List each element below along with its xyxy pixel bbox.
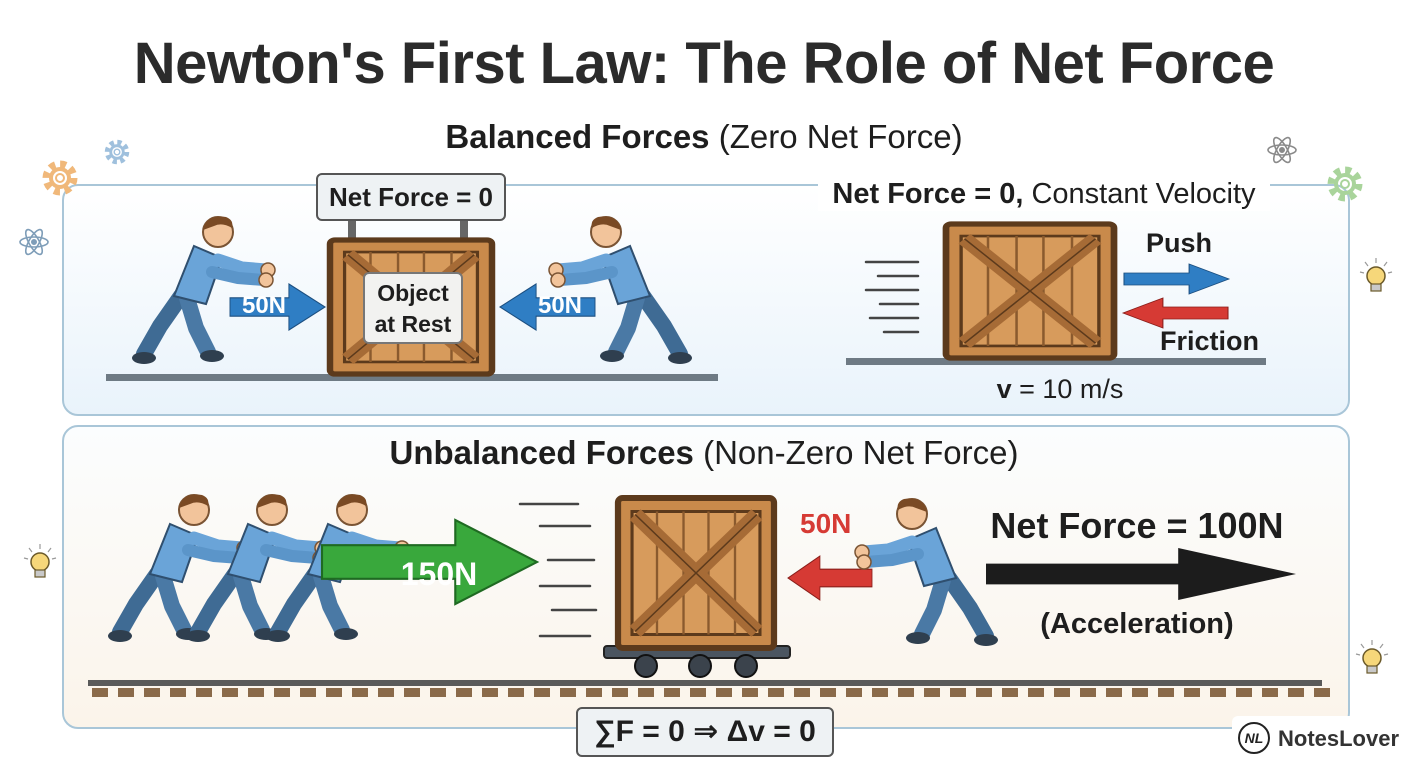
friction-label: Friction (1160, 326, 1259, 356)
rail-tie (508, 688, 524, 697)
push-arrow (1123, 263, 1230, 295)
first-law-formula: ∑F = 0 ⇒ Δv = 0 (576, 707, 834, 757)
balanced-heading: Balanced Forces (Zero Net Force) (0, 118, 1408, 156)
balanced-heading-bold: Balanced Forces (445, 118, 710, 155)
rail-tie (1184, 688, 1200, 697)
object-label-line2: at Rest (374, 311, 452, 337)
rail-tie (196, 688, 212, 697)
opposing-force-label: 50N (800, 508, 852, 539)
rail-tie (404, 688, 420, 697)
acceleration-label: (Acceleration) (1040, 608, 1234, 640)
lightbulb-icon (1355, 639, 1389, 674)
rail-tie (742, 688, 758, 697)
push-force-label: 150N (400, 556, 478, 592)
rail-tie (222, 688, 238, 697)
net-force-arrow (986, 548, 1296, 600)
rail-tie (1002, 688, 1018, 697)
brand-badge: NL NotesLover (1232, 716, 1402, 762)
rail-tie (326, 688, 342, 697)
object-at-rest-label: Object at Rest (363, 272, 463, 344)
rail-tie (768, 688, 784, 697)
person-pushing-icon (132, 217, 275, 364)
unbalanced-heading-bold: Unbalanced Forces (389, 434, 694, 471)
cv-title-rest: Constant Velocity (1031, 178, 1256, 210)
rail-tie (612, 688, 628, 697)
atom-icon (19, 226, 49, 258)
rail-tie (1028, 688, 1044, 697)
rail-tie (274, 688, 290, 697)
page-title: Newton's First Law: The Role of Net Forc… (133, 31, 1275, 96)
brand-logo-icon: NL (1238, 722, 1270, 754)
rail-tie (664, 688, 680, 697)
rail-tie (872, 688, 888, 697)
crate-icon (946, 224, 1114, 358)
net-force-sign: Net Force = 0 (316, 173, 506, 221)
rail-tie (976, 688, 992, 697)
person-pushing-icon (549, 217, 692, 364)
unbalanced-heading: Unbalanced Forces (Non-Zero Net Force) (0, 434, 1408, 472)
rail-tie (820, 688, 836, 697)
rail-tie (300, 688, 316, 697)
rail-tie (950, 688, 966, 697)
cv-title-bold: Net Force = 0, (832, 178, 1024, 210)
rail-track-icon (88, 680, 1330, 697)
lightbulb-icon (23, 543, 57, 578)
friction-arrow (1122, 297, 1229, 329)
rail-tie (430, 688, 446, 697)
net-force-result: Net Force = 100N (990, 505, 1284, 546)
ground-line (106, 374, 718, 381)
rail-tie (1158, 688, 1174, 697)
gear-icon (1331, 170, 1359, 198)
right-force-label: 50N (537, 292, 583, 319)
constant-velocity-title: Net Force = 0, Constant Velocity (818, 178, 1270, 211)
rail-tie (1288, 688, 1304, 697)
rail-tie (1080, 688, 1096, 697)
rail-tie (794, 688, 810, 697)
person-pushing-icon (855, 499, 998, 646)
object-label-line1: Object (377, 280, 449, 306)
rail-tie (482, 688, 498, 697)
rail-tie (586, 688, 602, 697)
push-label: Push (1146, 228, 1213, 258)
speed-lines-icon (518, 502, 598, 638)
rail-tie (534, 688, 550, 697)
rail-tie (924, 688, 940, 697)
lightbulb-icon (1359, 257, 1393, 292)
speed-lines-icon (864, 260, 920, 334)
balanced-heading-rest: (Zero Net Force) (718, 118, 963, 155)
rail-tie (1106, 688, 1122, 697)
brand-name: NotesLover (1278, 726, 1400, 751)
rail-tie (1236, 688, 1252, 697)
rail-tie (170, 688, 186, 697)
rail-tie (118, 688, 134, 697)
velocity-symbol: v (996, 374, 1012, 404)
rail-tie (1262, 688, 1278, 697)
rail-tie (1054, 688, 1070, 697)
rail-tie (1132, 688, 1148, 697)
ground-line (846, 358, 1266, 365)
gear-icon (46, 164, 74, 192)
unbalanced-heading-rest: (Non-Zero Net Force) (703, 434, 1019, 471)
velocity-readout: v = 10 m/s (940, 374, 1180, 405)
rail-tie (560, 688, 576, 697)
rail-tie (1314, 688, 1330, 697)
rail-tie (1210, 688, 1226, 697)
rail-tie (898, 688, 914, 697)
rail-tie (456, 688, 472, 697)
rail-tie (378, 688, 394, 697)
rail-tie (352, 688, 368, 697)
rail-tie (92, 688, 108, 697)
velocity-value: = 10 m/s (1019, 374, 1124, 404)
left-force-label: 50N (241, 292, 287, 319)
crate-icon (618, 498, 774, 648)
rail-tie (638, 688, 654, 697)
rail-tie (690, 688, 706, 697)
rail-tie (846, 688, 862, 697)
rail-tie (716, 688, 732, 697)
rail-tie (144, 688, 160, 697)
rail-tie (248, 688, 264, 697)
